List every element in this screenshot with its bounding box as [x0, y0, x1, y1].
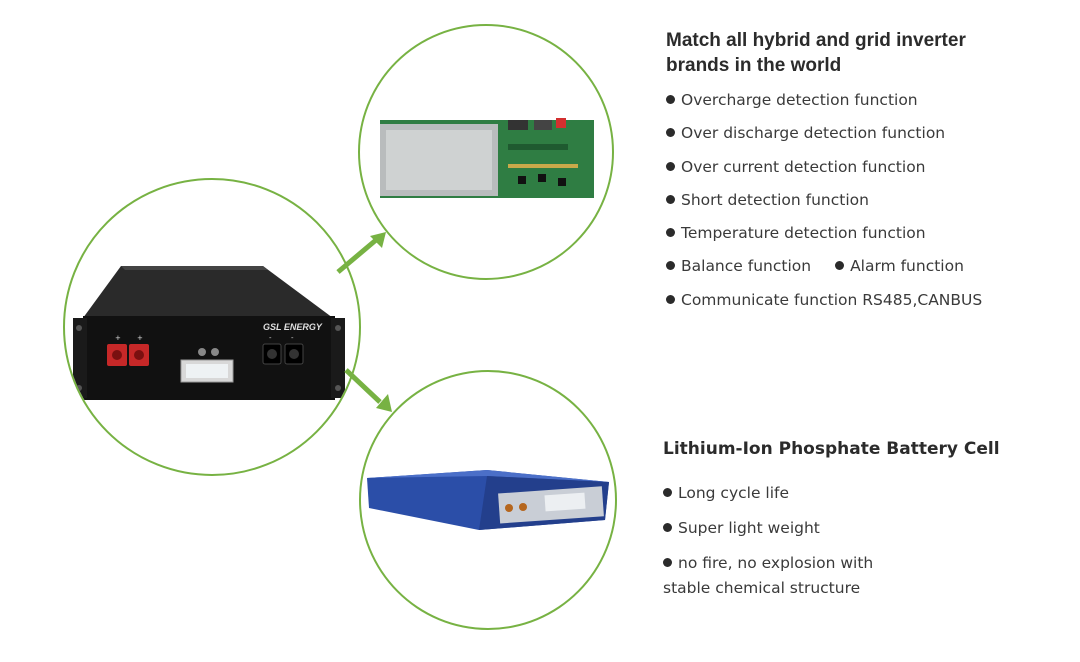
- list-item: Temperature detection function: [666, 217, 982, 250]
- list-item: Super light weight: [663, 511, 873, 546]
- bullet-icon: [663, 558, 672, 567]
- bms-board-circle: [358, 24, 614, 280]
- plus-sign-2: +: [137, 334, 143, 342]
- bms-heading: Match all hybrid and grid inverter brand…: [666, 28, 966, 78]
- bms-feature-list: Overcharge detection function Over disch…: [666, 84, 982, 317]
- bullet-icon: [663, 488, 672, 497]
- battery-cell-image: [367, 470, 609, 530]
- bullet-icon: [666, 261, 675, 271]
- alarm-function-label: Alarm function: [850, 257, 964, 276]
- bullet-icon: [666, 228, 675, 238]
- arrow-up-right-icon: [336, 232, 386, 274]
- bullet-icon: [835, 261, 845, 271]
- bullet-icon: [666, 194, 675, 204]
- minus-sign-2: -: [291, 334, 294, 342]
- battery-module-image: + + - - GSL ENERGY: [73, 266, 345, 400]
- cell-feature-list: Long cycle life Super light weight no fi…: [663, 476, 873, 605]
- battery-cell-circle: [359, 370, 617, 630]
- list-item: Over discharge detection function: [666, 117, 982, 150]
- bullet-icon: [666, 161, 675, 171]
- list-item: Over current detection function: [666, 151, 982, 184]
- bullet-icon: [666, 294, 675, 304]
- battery-module-circle: + + - - GSL ENERGY: [63, 178, 361, 476]
- list-item: Short detection function: [666, 184, 982, 217]
- bms-heading-line2: brands in the world: [666, 55, 842, 76]
- list-item-continuation: stable chemical structure: [663, 579, 861, 597]
- cell-heading: Lithium-Ion Phosphate Battery Cell: [663, 439, 1000, 459]
- arrow-down-right-icon: [344, 368, 392, 412]
- bms-heading-line1: Match all hybrid and grid inverter: [666, 30, 966, 51]
- minus-sign-1: -: [269, 334, 272, 342]
- bullet-icon: [666, 95, 675, 104]
- brand-label: GSL ENERGY: [263, 322, 323, 332]
- list-item: Overcharge detection function: [666, 84, 982, 117]
- list-item: Long cycle life: [663, 476, 873, 511]
- bms-board-image: [380, 118, 594, 198]
- plus-sign-1: +: [115, 334, 121, 342]
- list-item: Communicate function RS485,CANBUS: [666, 284, 982, 317]
- bullet-icon: [663, 523, 672, 532]
- bullet-icon: [666, 128, 675, 138]
- list-item: no fire, no explosion with: [663, 546, 873, 581]
